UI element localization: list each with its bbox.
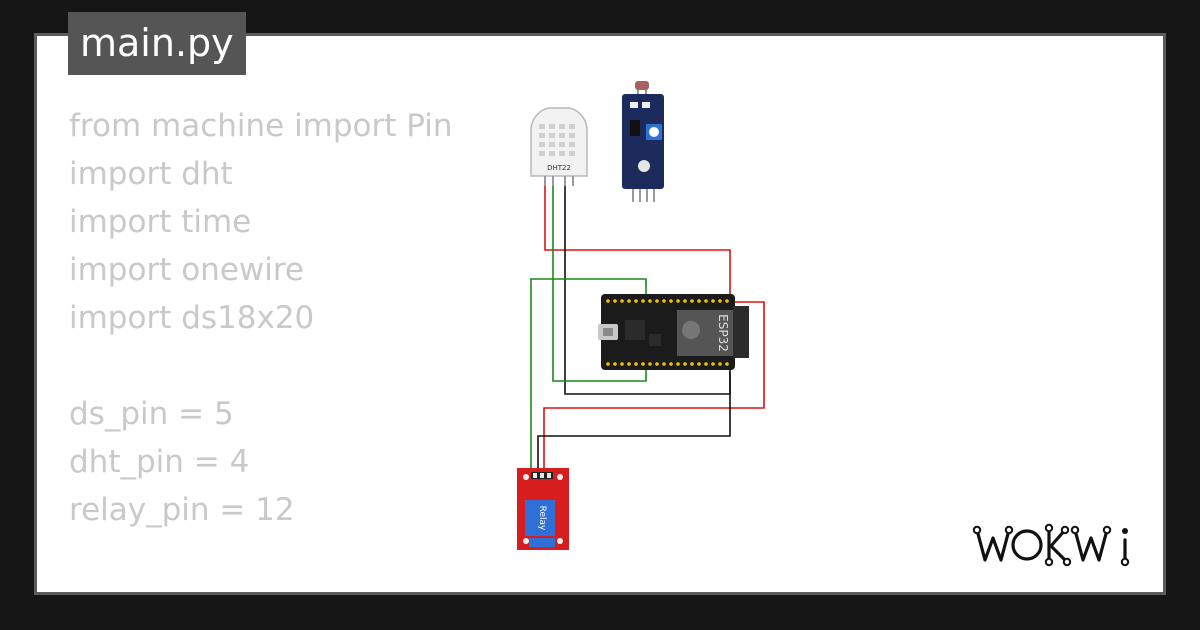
- wire-green: [530, 278, 647, 468]
- code-editor: from machine import Pin import dht import …: [69, 102, 890, 592]
- esp32-label: ESP32: [716, 314, 730, 352]
- dht22-label: DHT22: [547, 164, 571, 172]
- code-line: # Conf Wi DS18B20: [69, 582, 890, 592]
- code-line: import onewire: [69, 252, 304, 288]
- code-line: from machine import Pin: [69, 108, 453, 144]
- wire-black: [537, 372, 731, 468]
- wokwi-logo: [971, 522, 1143, 572]
- dht22-sensor: DHT22: [530, 107, 588, 186]
- preview-card: from machine import Pin import dht import …: [34, 33, 1166, 595]
- wire-red: [543, 301, 765, 468]
- wires: [530, 180, 765, 468]
- wire-red: [544, 180, 731, 298]
- code-line: relay_pin = 12: [69, 492, 295, 528]
- code-line: import time: [69, 204, 252, 240]
- wokwi-logo-mark: [972, 523, 1130, 567]
- file-tab[interactable]: main.py: [68, 12, 246, 75]
- code-line: dht_pin = 4: [69, 444, 250, 480]
- code-line: import dht: [69, 156, 233, 192]
- antenna: [733, 306, 749, 358]
- esp32-pins-bottom: [606, 362, 729, 366]
- esp32-board: ESP32: [598, 294, 749, 370]
- circuit-diagram: DHT22: [517, 81, 765, 550]
- relay-module: Relay: [517, 468, 569, 550]
- code-line: ds_pin = 5: [69, 396, 234, 432]
- photoresistor-module: [622, 81, 664, 202]
- relay-label: Relay: [537, 506, 547, 531]
- esp32-pins-top: [606, 299, 729, 303]
- code-line: import ds18x20: [69, 300, 315, 336]
